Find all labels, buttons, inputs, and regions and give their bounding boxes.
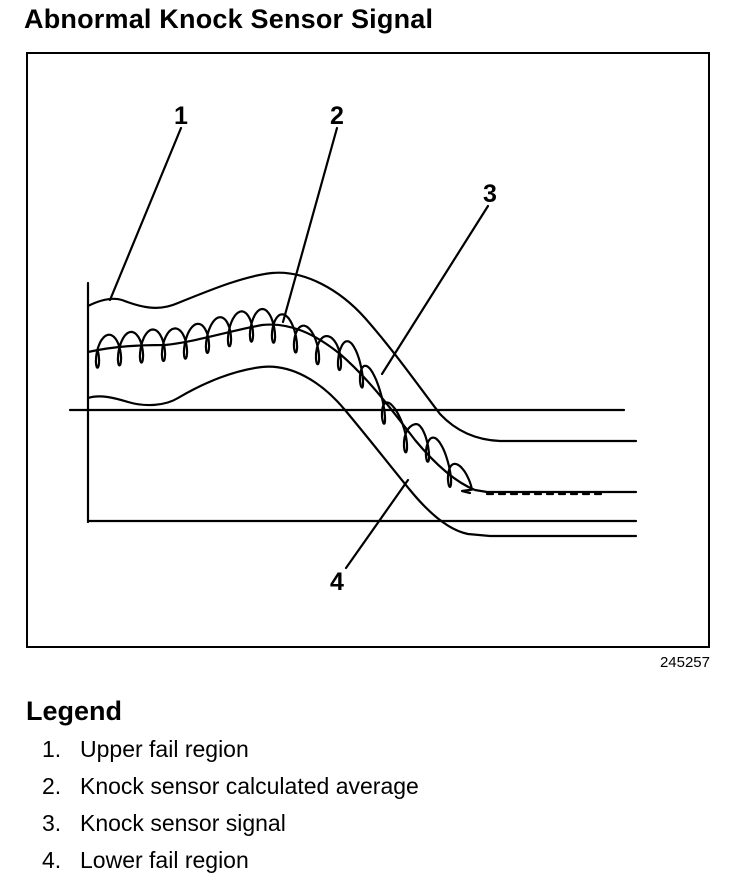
- upper-fail-region-curve: [86, 271, 638, 443]
- figure-frame: [26, 52, 710, 648]
- legend-item-label: Lower fail region: [80, 847, 249, 873]
- legend-item-number: 1.: [42, 736, 62, 762]
- legend-list: 1. Upper fail region 2. Knock sensor calcu…: [42, 734, 419, 882]
- callout-3-leader: [380, 204, 490, 376]
- lower-fail-region-curve: [86, 365, 638, 538]
- knock-sensor-signal-curve: [94, 307, 474, 495]
- legend-item: 1. Upper fail region: [42, 734, 419, 771]
- legend-item-label: Upper fail region: [80, 736, 249, 762]
- callout-1-label: 1: [174, 102, 188, 130]
- legend-item-label: Knock sensor calculated average: [80, 773, 419, 799]
- callout-2-label: 2: [330, 102, 344, 130]
- page-title: Abnormal Knock Sensor Signal: [24, 4, 434, 34]
- figure-number: 245257: [659, 654, 710, 671]
- legend-item-number: 2.: [42, 773, 62, 799]
- callout-3-label: 3: [483, 180, 497, 208]
- legend-item-number: 4.: [42, 847, 62, 873]
- legend-title: Legend: [26, 696, 123, 726]
- callout-4-leader: [344, 478, 410, 570]
- legend-item-label: Knock sensor signal: [80, 810, 286, 836]
- callout-2-leader: [281, 126, 339, 324]
- legend-item-number: 3.: [42, 810, 62, 836]
- legend-item: 3. Knock sensor signal: [42, 808, 419, 845]
- callout-1-leader: [108, 126, 183, 302]
- legend-item: 2. Knock sensor calculated average: [42, 771, 419, 808]
- legend-item: 4. Lower fail region: [42, 845, 419, 882]
- callout-4-label: 4: [330, 568, 344, 596]
- calculated-average-curve: [86, 323, 638, 494]
